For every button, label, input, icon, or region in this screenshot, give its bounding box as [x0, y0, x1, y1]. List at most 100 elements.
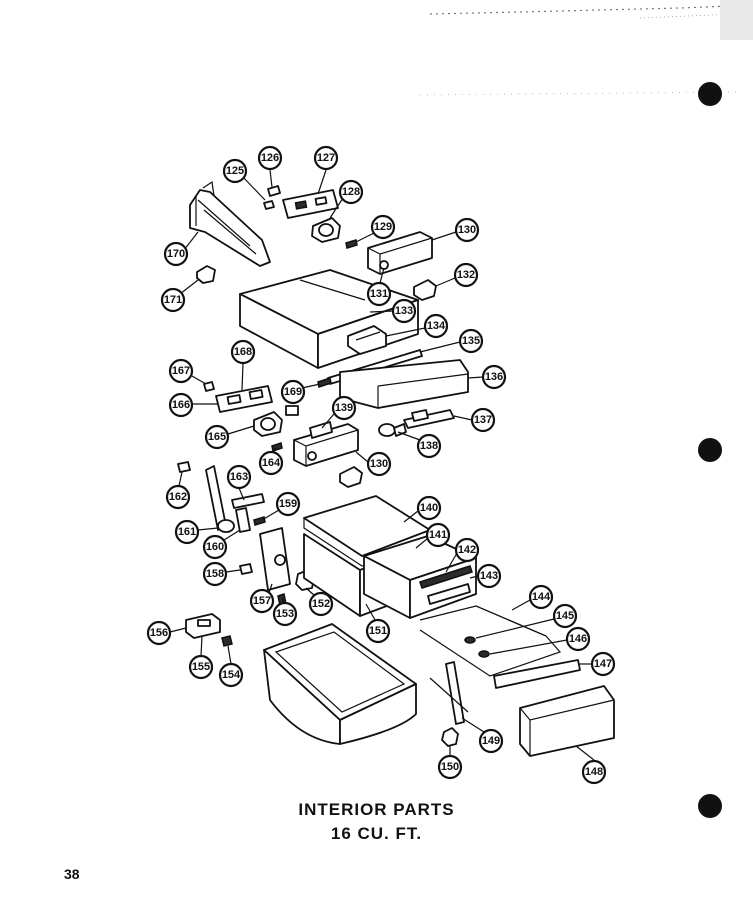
svg-text:151: 151	[369, 625, 387, 637]
callout-128: 128	[329, 179, 364, 219]
svg-text:157: 157	[253, 595, 271, 607]
part-165-knob	[253, 405, 299, 437]
part-171-clip	[196, 265, 216, 284]
svg-text:166: 166	[172, 399, 190, 411]
svg-text:135: 135	[462, 335, 480, 347]
callout-171: 171	[160, 279, 199, 313]
svg-text:126: 126	[261, 152, 279, 164]
callout-163: 163	[226, 464, 252, 501]
callout-126: 126	[257, 145, 283, 188]
binder-hole-top	[698, 82, 722, 106]
callout-150: 150	[437, 746, 463, 780]
svg-text:132: 132	[457, 269, 475, 281]
callout-168: 168	[230, 339, 256, 391]
part-144-shelf-frame	[419, 605, 562, 677]
part-133-freezer-housing	[239, 269, 419, 369]
callout-162: 162	[165, 471, 191, 510]
svg-text:156: 156	[150, 627, 168, 639]
part-141-inner-drawer	[363, 535, 477, 619]
callout-143: 143	[469, 563, 502, 589]
callout-160: 160	[202, 529, 241, 560]
callout-155: 155	[188, 635, 214, 680]
callout-164: 164	[258, 447, 284, 476]
part-127-control-plate	[282, 189, 339, 219]
part-168-control-plate	[215, 385, 273, 413]
svg-text:130: 130	[370, 458, 388, 470]
svg-text:139: 139	[335, 402, 353, 414]
svg-text:143: 143	[480, 570, 498, 582]
svg-text:145: 145	[556, 610, 574, 622]
part-128-knob	[311, 217, 341, 243]
callout-154: 154	[218, 645, 244, 688]
callout-131: 131	[366, 267, 392, 307]
binder-hole-bottom	[698, 794, 722, 818]
svg-text:130: 130	[458, 224, 476, 236]
callout-136: 136	[467, 364, 507, 390]
svg-text:138: 138	[420, 440, 438, 452]
part-130-thermostat-housing-lower	[293, 421, 359, 467]
svg-text:137: 137	[474, 414, 492, 426]
diagram-title: INTERIOR PARTS	[298, 800, 455, 819]
page-number: 38	[64, 866, 80, 882]
svg-text:127: 127	[317, 152, 335, 164]
svg-text:163: 163	[230, 471, 248, 483]
callout-127: 127	[313, 145, 339, 195]
callout-130-lower: 130	[355, 451, 392, 477]
part-137-lamp-socket	[403, 409, 455, 429]
callout-165: 165	[204, 424, 255, 450]
callout-158: 158	[202, 561, 241, 587]
binder-hole-middle	[698, 438, 722, 462]
svg-text:164: 164	[262, 457, 281, 469]
callout-146: 146	[489, 626, 591, 655]
svg-text:141: 141	[429, 529, 447, 541]
callout-129: 129	[355, 214, 396, 243]
svg-text:150: 150	[441, 761, 459, 773]
part-lower-knob	[339, 466, 363, 488]
part-170-rail-bracket	[189, 180, 271, 267]
svg-text:128: 128	[342, 186, 360, 198]
svg-text:162: 162	[169, 491, 187, 503]
svg-text:144: 144	[532, 591, 551, 603]
part-158-screw	[239, 563, 253, 575]
svg-text:146: 146	[569, 633, 587, 645]
part-132-knob	[413, 279, 437, 301]
svg-text:160: 160	[206, 541, 224, 553]
svg-text:129: 129	[374, 221, 392, 233]
part-150-nut	[441, 727, 459, 747]
scan-artifacts	[419, 0, 753, 96]
callout-141: 141	[415, 522, 451, 549]
callout-153: 153	[272, 597, 298, 627]
svg-text:125: 125	[226, 165, 244, 177]
part-155-156-latch	[185, 613, 221, 639]
part-138-lamp	[378, 423, 407, 437]
part-154-screw	[221, 635, 233, 647]
svg-text:149: 149	[482, 735, 500, 747]
svg-text:136: 136	[485, 371, 503, 383]
callout-137: 137	[453, 407, 496, 433]
callout-130-upper: 130	[431, 217, 480, 243]
callout-161: 161	[174, 519, 219, 545]
callout-144: 144	[511, 584, 554, 611]
svg-text:134: 134	[427, 320, 446, 332]
svg-text:168: 168	[234, 346, 252, 358]
callout-147: 147	[578, 651, 616, 677]
callout-152: 152	[305, 587, 334, 617]
svg-text:171: 171	[164, 294, 182, 306]
svg-text:131: 131	[370, 288, 388, 300]
svg-text:155: 155	[192, 661, 210, 673]
part-136-front-trim	[339, 359, 469, 409]
callout-166: 166	[168, 392, 218, 418]
callout-167: 167	[168, 358, 207, 385]
callout-170: 170	[163, 231, 199, 267]
svg-text:148: 148	[585, 766, 603, 778]
callout-132: 132	[435, 262, 479, 288]
svg-text:170: 170	[167, 248, 185, 260]
part-167-screw	[203, 381, 215, 392]
part-161-hinge-bar	[205, 465, 235, 533]
svg-text:161: 161	[178, 526, 196, 538]
diagram-subtitle: 16 CU. FT.	[330, 824, 423, 843]
part-169-screw	[317, 377, 332, 388]
svg-text:142: 142	[458, 544, 476, 556]
part-149-support-rod	[429, 661, 469, 725]
